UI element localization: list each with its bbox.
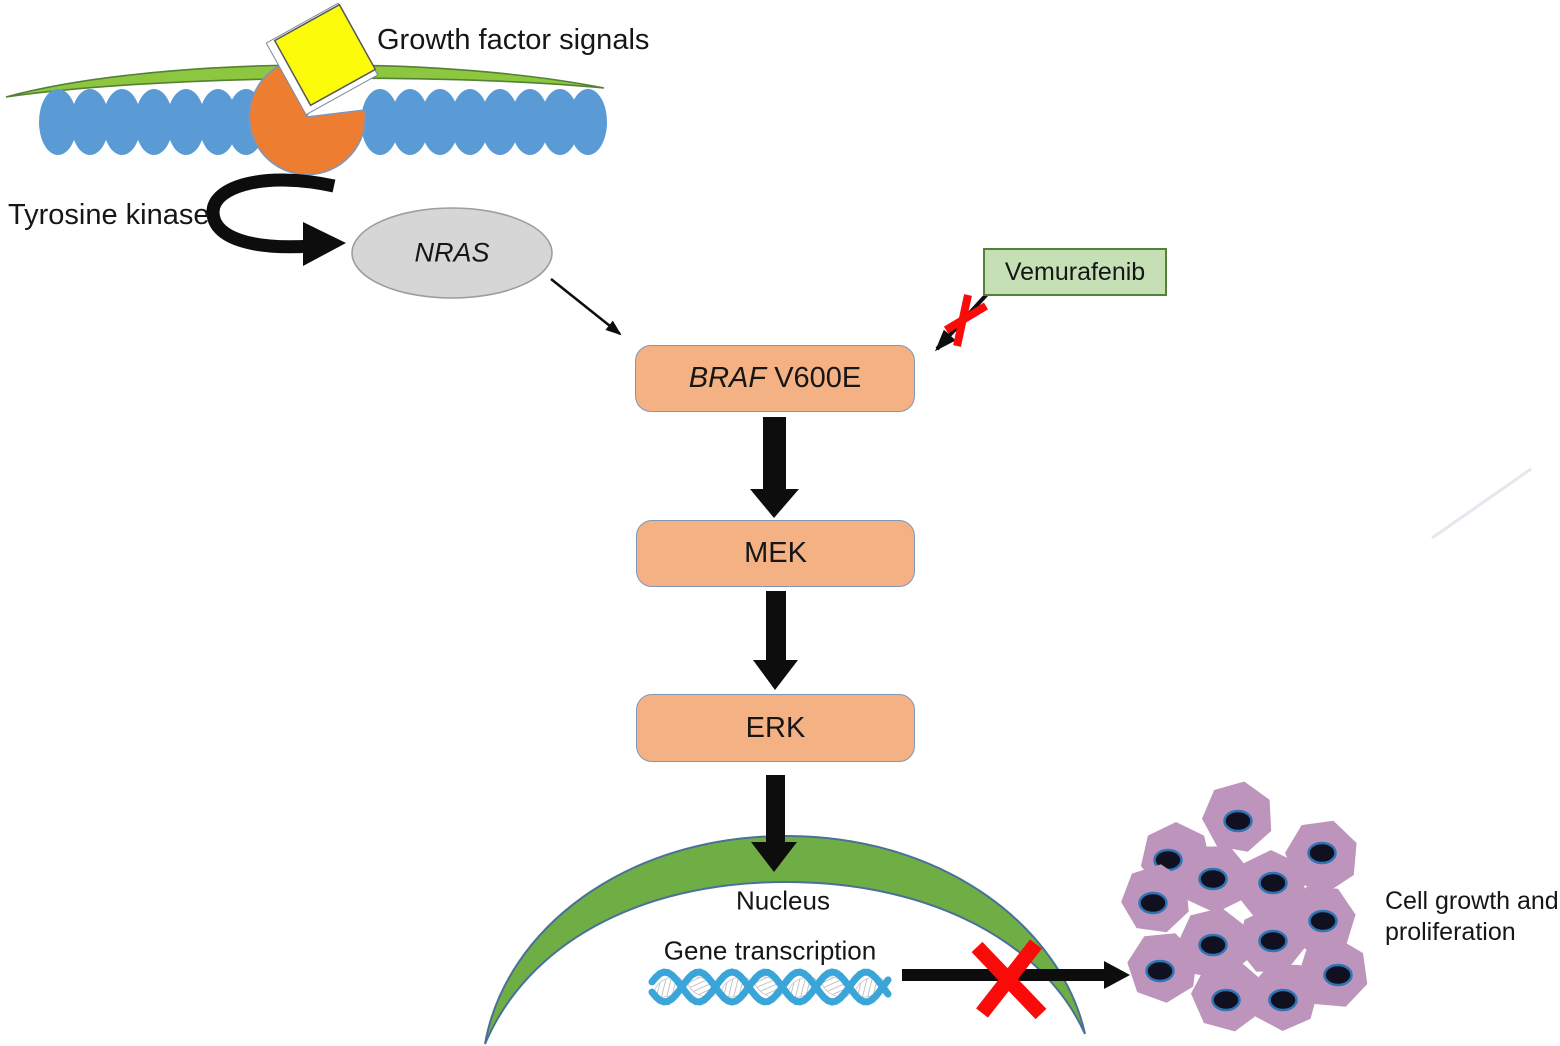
nucleus-arc <box>484 834 1086 1045</box>
nras-to-braf-arrow <box>550 278 622 336</box>
cell-growth-label: Cell growth and proliferation <box>1385 886 1559 948</box>
vemurafenib-node: Vemurafenib <box>983 248 1167 296</box>
mek-node: MEK <box>636 520 915 587</box>
mek-to-erk-arrow <box>753 591 798 690</box>
tumor-cell <box>1285 820 1357 893</box>
erk-to-nucleus-arrow <box>751 775 797 872</box>
vemurafenib-label: Vemurafenib <box>1004 257 1146 286</box>
nucleus-label: Nucleus <box>736 885 830 916</box>
growth-factor-ligand-icon <box>265 2 379 116</box>
braf-gene-label: BRAF <box>688 362 767 394</box>
tumor-cell <box>1180 846 1249 913</box>
braf-to-mek-arrow <box>750 417 799 518</box>
erk-node: ERK <box>636 694 915 762</box>
transcription-inhibit-x-icon <box>971 939 1047 1020</box>
cell-growth-line2: proliferation <box>1385 918 1516 946</box>
membrane-icon <box>5 64 605 98</box>
cell-cluster-icon <box>1121 781 1368 1032</box>
tumor-cell <box>1235 850 1307 919</box>
artifact-line <box>1431 467 1532 540</box>
braf-node: BRAF V600E <box>635 345 915 412</box>
growth-factor-label: Growth factor signals <box>377 24 650 56</box>
tyrosine-kinase-arrow <box>206 173 346 266</box>
tumor-cell <box>1202 781 1272 852</box>
dna-helix-icon <box>648 968 892 1006</box>
tumor-cell <box>1191 959 1262 1032</box>
tumor-cell <box>1127 933 1198 1003</box>
tumor-cell <box>1250 963 1319 1031</box>
erk-label: ERK <box>745 711 806 744</box>
nras-ellipse <box>351 207 553 299</box>
tumor-cell <box>1237 907 1305 972</box>
cell-growth-line1: Cell growth and <box>1385 887 1559 915</box>
tumor-cell <box>1121 864 1189 933</box>
braf-mutation-label: V600E <box>774 362 862 394</box>
gene-transcription-label: Gene transcription <box>663 935 877 966</box>
vemurafenib-inhibit-x-icon <box>943 294 989 347</box>
nras-label: NRAS <box>414 237 490 268</box>
tyrosine-kinase-label: Tyrosine kinase <box>8 199 210 231</box>
mek-label: MEK <box>744 537 807 569</box>
